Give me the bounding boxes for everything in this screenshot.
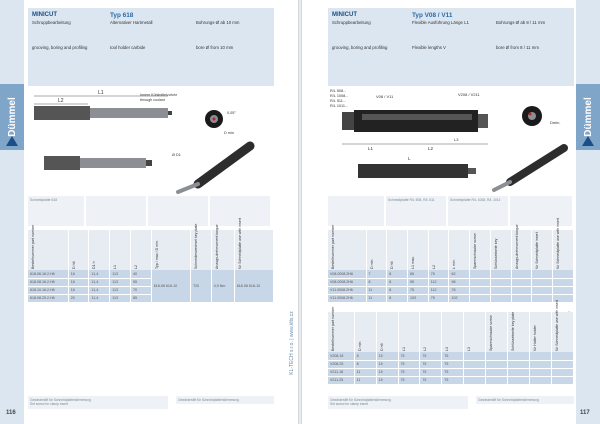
left-th-3: L1	[109, 230, 131, 270]
svg-text:L2: L2	[428, 146, 434, 151]
left-note-1: Gewindestift für Schneidplattenklemmung …	[28, 396, 168, 409]
left-caption-empty-1	[86, 196, 146, 226]
svg-text:V208 / V211: V208 / V211	[458, 92, 480, 97]
left-caption-empty-2	[148, 196, 208, 226]
left-caption-empty-3	[210, 196, 270, 226]
left-page-number: 116	[6, 410, 16, 416]
left-label-through: through coolant	[140, 98, 165, 102]
right-title: MINICUT	[332, 12, 357, 18]
svg-text:R/L 1011...: R/L 1011...	[330, 104, 348, 108]
brand-triangle-icon	[6, 136, 18, 146]
right-technical-drawing: R/L 508... R/L 1008... R/L 511... R/L 10…	[330, 89, 568, 192]
right-col2-line1: Flexible Ausführung Länge L1	[412, 20, 469, 25]
left-technical-drawing: L1 L2 Innere Kühlmittelzufuhr through co…	[34, 90, 255, 194]
right-caption-empty-2	[510, 196, 572, 226]
page-gutter	[298, 0, 302, 424]
left-th-6: Schneidenwechsel key plate	[190, 224, 212, 270]
left-th-7: Anzugs-drehmoment torque	[211, 224, 235, 270]
left-header: MINICUT Schruppbearbeitung grooving, bor…	[28, 8, 274, 86]
left-captions: Schneidplatte 618	[28, 196, 274, 226]
right-spec-table-2: Bestellnummer part number D min. D h6 L1…	[328, 300, 575, 385]
right-note-2: Gewindestift für Schneidplattenklemmung	[476, 396, 574, 405]
left-label-d1: Ø D1	[172, 153, 181, 157]
brand-triangle-icon	[582, 136, 594, 146]
left-col2-line2: tool holder carbide	[110, 45, 146, 51]
left-title: MINICUT	[32, 12, 57, 18]
right-type: Typ V08 / V11	[412, 12, 453, 19]
left-page: Dümmel 116 MINICUT Schruppbearbeitung gr…	[0, 0, 298, 424]
svg-text:R/L 511...: R/L 511...	[330, 99, 346, 103]
right-note-1: Gewindestift für Schneidplattenklemmung …	[328, 396, 468, 409]
right-col2-line2: Flexible lengths V	[412, 45, 446, 51]
right-side-strip	[576, 0, 600, 424]
right-page-number: 117	[580, 410, 590, 416]
right-header: MINICUT Schruppbearbeitung grooving, bor…	[328, 8, 574, 86]
left-subtitle1: Schruppbearbeitung	[32, 19, 71, 25]
svg-text:R/L 1008...: R/L 1008...	[330, 94, 348, 98]
left-label-innen: Innere Kühlmittelzufuhr	[140, 93, 178, 97]
right-brand-block: Dümmel	[576, 84, 600, 150]
right-subtitle1: Schruppbearbeitung	[332, 19, 371, 25]
right-subtitle2: grooving, boring and profiling	[332, 44, 388, 50]
right-col3-line1: Bohrungs-Ø ab 8 / 11 mm	[496, 20, 546, 25]
svg-text:Dmin.: Dmin.	[550, 120, 560, 125]
left-col2-line1: Alternativer Hartmetall	[110, 20, 153, 25]
left-th-4: L2	[130, 230, 152, 270]
right-captions: Schneidplatte R/L 508, R/L 511 Schneidpl…	[328, 196, 574, 226]
left-label-dmin: D min	[224, 131, 234, 135]
left-spec-table: Bestellnummer part number D h6 D1 h L1 L…	[28, 218, 275, 303]
left-brand-block: Dümmel	[0, 84, 24, 150]
svg-text:L3: L3	[454, 137, 459, 142]
left-col3-line2: bore Ø from 10 mm	[196, 45, 234, 51]
right-col3-line2: bore Ø from 8 / 11 mm	[496, 45, 539, 51]
left-th-5: Typ / max / D min.	[151, 230, 191, 270]
right-caption-2: Schneidplatte R/L 1008, R/L 1011	[448, 196, 508, 226]
left-dim-l2: L2	[58, 98, 64, 104]
left-col3-line1: Bohrungs-Ø ab 10 mm	[196, 20, 240, 25]
right-caption-1: Schneidplatte R/L 508, R/L 511	[386, 196, 446, 226]
right-page: Dümmel KL-TECH s.r.o. | www.klts.cz KL-T…	[289, 0, 600, 424]
left-type: Typ 618	[110, 12, 134, 19]
left-th-0: Bestellnummer part number	[28, 225, 69, 270]
left-subtitle2: grooving, boring and profiling	[32, 44, 88, 50]
svg-text:L1: L1	[368, 146, 374, 151]
left-side-strip	[0, 0, 24, 424]
left-th-1: D h6	[68, 230, 90, 270]
svg-text:R/L 508...: R/L 508...	[330, 89, 346, 93]
svg-text:L: L	[408, 156, 411, 161]
left-th-2: D1 h	[88, 230, 111, 270]
svg-text:V08 / V11: V08 / V11	[376, 94, 394, 99]
right-spine-text: KL-TECH s.r.o. | www.klts.cz	[288, 311, 295, 375]
left-caption-1: Schneidplatte 618	[28, 196, 84, 226]
left-note-2: Gewindestift für Schneidplattenklemmung	[176, 396, 274, 405]
left-th-8: für Schneidplatte use with insert	[234, 218, 275, 270]
right-spec-table-1: Bestellnummer part number D min. D h6 L1…	[328, 218, 574, 303]
left-label-angle: 0,05°	[227, 111, 236, 115]
right-caption-empty	[328, 196, 384, 226]
left-dim-l1: L1	[98, 90, 104, 96]
